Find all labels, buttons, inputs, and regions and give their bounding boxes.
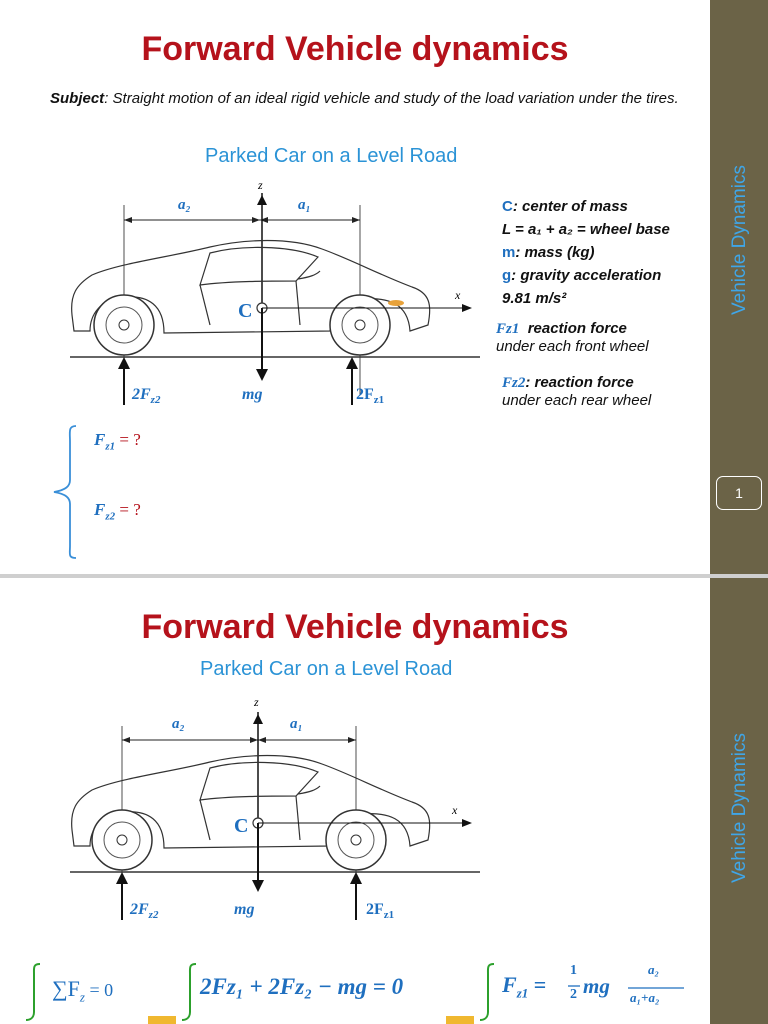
slide-subtitle: Parked Car on a Level Road (205, 145, 458, 167)
car-illustration (71, 754, 431, 849)
equation-brackets (25, 963, 684, 1024)
headlight (388, 300, 404, 306)
arrow-icon (348, 737, 356, 743)
ratio-denominator: a₁+a₂ (630, 990, 660, 1005)
slide-1: Vehicle Dynamics 1 Forward Vehicle dynam… (0, 0, 768, 574)
side-band-label: Vehicle Dynamics (729, 165, 751, 315)
a1-label: a₁ (298, 197, 311, 213)
fz1-unknown: Fz1 = ? (94, 430, 141, 453)
ratio-numerator: a₂ (648, 962, 660, 977)
sum-equation: ∑Fz = 0 (52, 976, 114, 1005)
front-force-label: 2Fz1 (366, 901, 394, 921)
arrow-icon (258, 737, 266, 743)
x-axis-label: x (454, 288, 461, 302)
arrow-down-icon (256, 369, 268, 381)
side-band-label: Vehicle Dynamics (729, 733, 751, 883)
arrow-icon (260, 217, 268, 223)
a2-label: a₂ (178, 197, 191, 213)
rear-wheel (93, 294, 155, 356)
x-arrow-icon (462, 819, 472, 827)
balance-equation: 2Fz₁ + 2Fz₂ − mg = 0 (200, 974, 404, 999)
slide-title: Forward Vehicle dynamics (141, 608, 569, 646)
front-force-label: 2Fz1 (356, 386, 384, 406)
arrow-icon (124, 217, 132, 223)
arrow-icon (122, 737, 130, 743)
result-lhs: Fz1 = (502, 972, 547, 1001)
a1-label: a₁ (290, 716, 303, 732)
center-of-mass-label: C (238, 300, 252, 322)
z-axis-label: z (253, 695, 259, 709)
x-arrow-icon (462, 304, 472, 312)
weight-label: mg (242, 386, 262, 403)
arrow-icon (352, 217, 360, 223)
mg-term: mg (583, 974, 610, 998)
implies-arrow-icon (446, 1016, 474, 1024)
z-axis-label: z (257, 178, 263, 192)
subject-text: Subject: Straight motion of an ideal rig… (50, 90, 679, 107)
page-number-badge: 1 (716, 476, 762, 510)
car-diagram: a₂ a₁ z x C 2Fz2 mg 2Fz1 (70, 695, 480, 921)
system-brace (53, 425, 77, 559)
implies-arrow-icon (148, 1016, 176, 1024)
arrow-up-icon (118, 357, 130, 369)
slide-2: Vehicle Dynamics Forward Vehicle dynamic… (0, 578, 768, 1024)
arrow-up-icon (346, 357, 358, 369)
rear-wheel (91, 809, 153, 871)
fz1-legend: Fz1 reaction force under each front whee… (496, 320, 649, 355)
front-wheel (325, 809, 387, 871)
half-denominator: 2 (570, 987, 577, 1002)
arrow-up-icon (350, 872, 362, 884)
z-arrow-icon (257, 195, 267, 205)
fz2-unknown: Fz2 = ? (94, 500, 141, 523)
arrow-up-icon (116, 872, 128, 884)
arrow-icon (250, 737, 258, 743)
half-numerator: 1 (570, 963, 577, 978)
rear-force-label: 2Fz2 (129, 901, 159, 921)
front-wheel (329, 294, 391, 356)
car-illustration (71, 239, 431, 334)
z-arrow-icon (253, 714, 263, 724)
side-band (710, 578, 768, 1024)
legend: C: center of mass L = a₁ + a₂ = wheel ba… (502, 198, 670, 307)
x-axis-label: x (451, 803, 458, 817)
arrow-icon (252, 217, 260, 223)
slide-subtitle: Parked Car on a Level Road (200, 658, 453, 680)
fz2-legend: Fz2: reaction force under each rear whee… (502, 374, 652, 409)
rear-force-label: 2Fz2 (131, 386, 161, 406)
weight-label: mg (234, 901, 254, 918)
slide-title: Forward Vehicle dynamics (141, 30, 569, 68)
a2-label: a₂ (172, 716, 185, 732)
center-of-mass-label: C (234, 815, 248, 837)
car-diagram: a₂ a₁ z x C (70, 178, 480, 406)
arrow-down-icon (252, 880, 264, 892)
